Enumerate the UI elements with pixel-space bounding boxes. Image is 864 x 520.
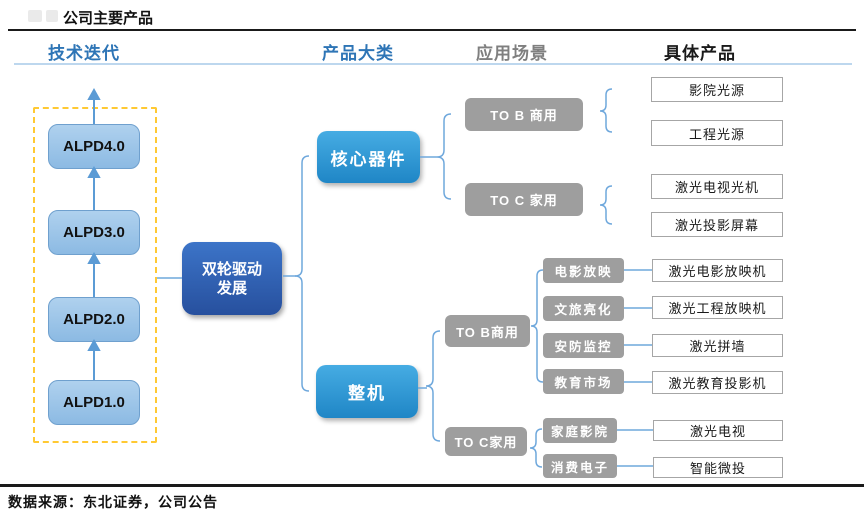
brace-whole-toc-apps	[529, 428, 543, 468]
scene-education-market: 教育市场	[543, 369, 624, 394]
product-laser-tv: 激光电视	[653, 420, 783, 441]
column-header-product: 具体产品	[664, 44, 736, 63]
brace-core-toc-products	[599, 185, 613, 225]
product-laser-cinema-projector: 激光电影放映机	[652, 259, 783, 282]
brace-core-tob-products	[599, 88, 613, 133]
brace-strategy-categories	[294, 155, 310, 392]
product-cinema-light: 影院光源	[651, 77, 783, 102]
brace-core-scenarios	[436, 113, 452, 200]
product-smart-projector: 智能微投	[653, 457, 783, 478]
product-engineering-light: 工程光源	[651, 120, 783, 146]
column-header-scenario: 应用场景	[476, 44, 548, 63]
tech-node-alpd30: ALPD3.0	[48, 210, 140, 255]
strategy-line1: 双轮驱动	[201, 259, 262, 278]
arrow-up-icon	[87, 87, 101, 100]
scene-movie-projection: 电影放映	[543, 258, 624, 283]
tech-node-alpd20: ALPD2.0	[48, 297, 140, 342]
scene-home-theater: 家庭影院	[543, 418, 617, 443]
header-divider	[14, 63, 852, 65]
core-tob-node: TO B 商用	[465, 98, 583, 131]
product-laser-screen: 激光投影屏幕	[651, 212, 783, 237]
tech-node-alpd40: ALPD4.0	[48, 124, 140, 169]
title-divider	[8, 29, 856, 31]
whole-tob-node: TO B商用	[445, 315, 530, 347]
product-laser-videowall: 激光拼墙	[652, 334, 783, 357]
faded-figure-label	[28, 10, 42, 22]
category-node-core: 核心器件	[317, 131, 420, 183]
tech-node-alpd10: ALPD1.0	[48, 380, 140, 425]
core-toc-node: TO C 家用	[465, 183, 583, 216]
strategy-line2: 发展	[216, 278, 247, 297]
faded-figure-label	[46, 10, 58, 22]
product-laser-eng-projector: 激光工程放映机	[652, 296, 783, 319]
scene-security-monitor: 安防监控	[543, 333, 624, 358]
column-header-tech: 技术迭代	[48, 44, 120, 63]
column-header-category: 产品大类	[322, 44, 394, 63]
scene-culture-lighting: 文旅亮化	[543, 296, 624, 321]
footer-divider	[0, 484, 864, 487]
whole-toc-node: TO C家用	[445, 427, 527, 456]
strategy-node: 双轮驱动 发展	[182, 242, 282, 315]
product-laser-edu-projector: 激光教育投影机	[652, 371, 783, 394]
data-source-note: 数据来源：东北证券，公司公告	[8, 495, 218, 511]
scene-consumer-elec: 消费电子	[543, 454, 617, 478]
product-laser-tv-engine: 激光电视光机	[651, 174, 783, 199]
page-title: 公司主要产品	[63, 9, 154, 27]
brace-whole-tob-apps	[530, 269, 544, 383]
category-node-whole: 整机	[316, 365, 418, 418]
tech-iteration-frame	[33, 107, 157, 443]
brace-whole-scenarios	[425, 330, 441, 442]
